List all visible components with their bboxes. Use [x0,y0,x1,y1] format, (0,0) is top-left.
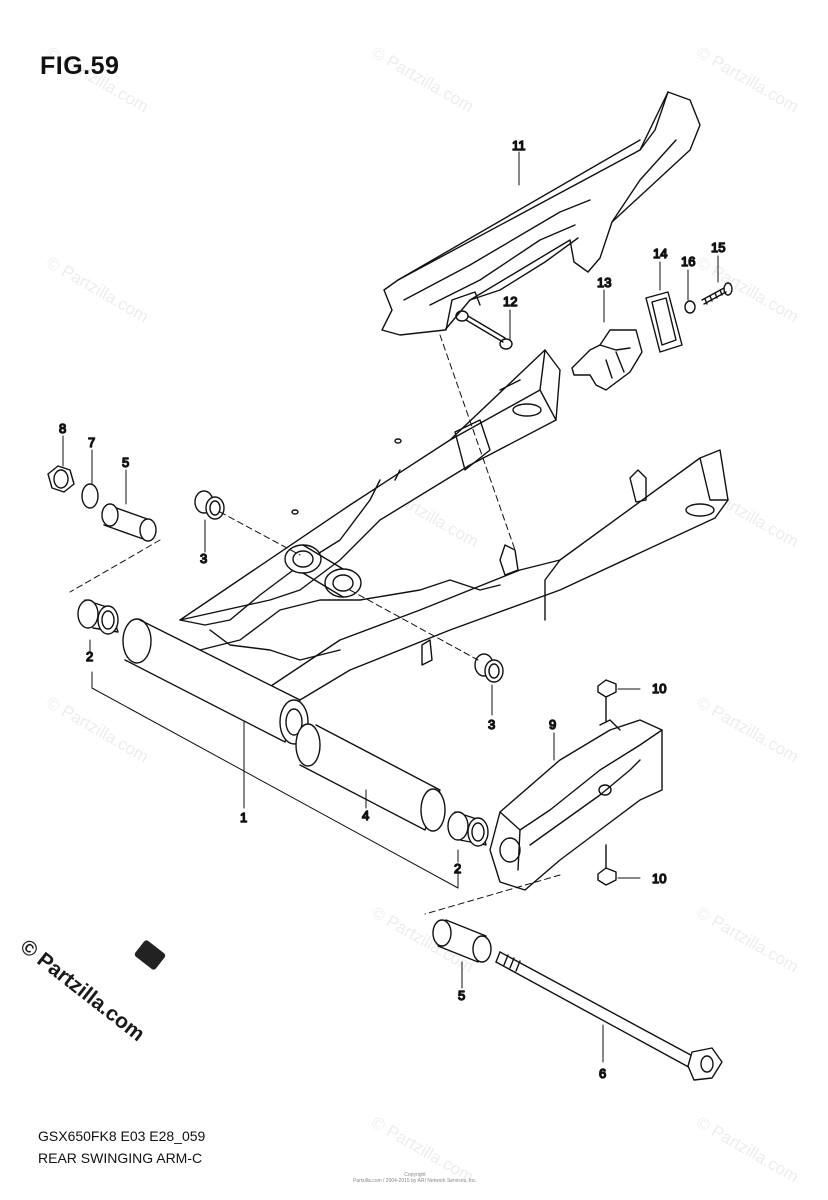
callout-label: 14 [653,246,667,261]
needle-bearing-part [447,811,489,847]
callout-label: 3 [488,717,495,732]
callout-label: 10 [652,871,666,886]
chain-buffer-part [571,329,643,391]
callout-label: 9 [549,717,556,732]
callout-label: 7 [88,435,95,450]
shock-bearing-part [474,653,504,683]
callout-label: 13 [597,275,611,290]
washer-part [81,483,99,509]
figure-title: FIG.59 [40,52,120,80]
callout-label: 4 [362,808,369,823]
bolt-part [701,282,733,305]
screw-part [465,315,513,350]
copyright-line: Partzilla.com / 2004-2015 by ARI Network… [353,1178,477,1184]
callout-label: 3 [200,551,207,566]
callout-label: 10 [652,681,666,696]
callout-label: 8 [59,421,66,436]
nut-part [47,465,75,493]
model-code: GSX650FK8 E03 E28_059 [38,1128,206,1144]
pivot-shaft-part [495,951,723,1081]
callout-label: 12 [503,294,517,309]
callout-label: 11 [512,138,526,153]
callout-label: 2 [454,861,461,876]
callout-label: 1 [240,810,247,825]
bolt-part [597,844,617,886]
callout-label: 6 [599,1066,606,1081]
assembly-guides [69,334,561,915]
plate-part [645,291,683,353]
callout-label: 15 [711,240,725,255]
spacer-part [432,919,492,963]
pivot-tube-part [295,723,446,832]
callout-label: 16 [681,254,695,269]
washer-part [684,300,696,314]
section-name: REAR SWINGING ARM-C [38,1150,203,1166]
needle-bearing-part [77,599,119,635]
swingarm-part [122,349,729,745]
callout-label: 5 [122,455,129,470]
copyright-notice: Copyright Partzilla.com / 2004-2015 by A… [330,1172,500,1184]
chain-guide-part [489,719,663,891]
copyright-line: Copyright [404,1172,426,1178]
leader-lines [62,151,719,1063]
callout-label: 2 [86,649,93,664]
bolt-part [597,679,617,723]
spacer-part [101,503,157,542]
callout-label: 5 [458,988,465,1003]
shock-bearing-part [194,490,225,520]
